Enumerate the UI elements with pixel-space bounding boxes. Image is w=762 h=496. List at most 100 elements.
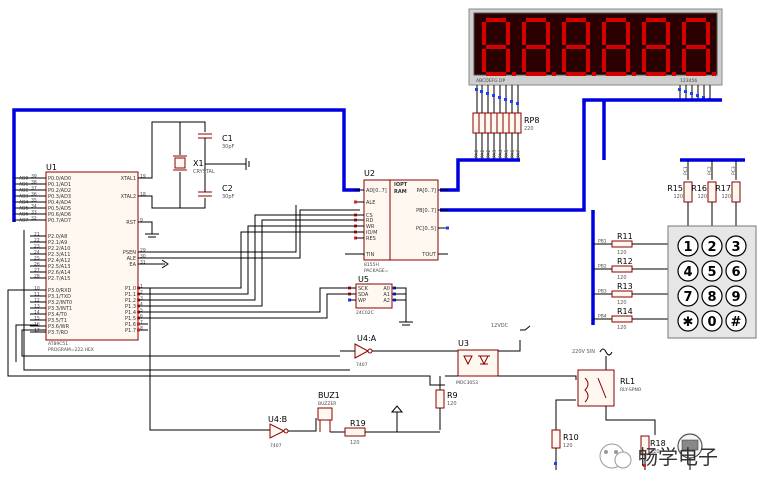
pin-name: P0.2/AD2: [48, 188, 71, 194]
pin-name: P1.4: [125, 310, 136, 316]
resistor-ref: R15: [667, 184, 683, 193]
segment: [602, 22, 606, 45]
pin-name: SDA: [358, 292, 369, 298]
pin-marker: [137, 328, 140, 332]
pin-name: TIN: [365, 252, 375, 258]
segment: [602, 49, 606, 72]
pin-number: 29: [140, 248, 146, 254]
pin-number: 5: [140, 308, 143, 314]
pin-name: PC[0..5]: [416, 226, 436, 232]
pin-name: EA: [129, 262, 136, 268]
net-label: PB3: [598, 289, 607, 295]
pin-number: 25: [34, 256, 40, 262]
segment-dp: [552, 72, 556, 76]
segment-dp: [632, 72, 636, 76]
resistor-ref: R17: [715, 184, 731, 193]
digit-5: [642, 18, 676, 76]
u5-part: 24C02C: [356, 310, 374, 316]
net-label: PB4: [598, 314, 607, 320]
pin-name: P1.5: [125, 316, 136, 322]
pin-number: 19: [140, 174, 146, 180]
resistor-r9: R9 120: [435, 376, 458, 430]
segment: [706, 49, 710, 72]
segment-dp: [592, 72, 596, 76]
keypad-area: PC1R151201PC2R161202PC3R171203 PB1R11120…: [593, 160, 757, 339]
watermark: 畅学电子: [599, 443, 718, 469]
pin-number: 1: [140, 284, 143, 290]
keypad-key-button: [701, 260, 723, 282]
pin-name: WR: [366, 224, 375, 230]
segment: [546, 49, 550, 72]
resistor-body: [731, 181, 741, 203]
segment: [586, 49, 590, 72]
pa-label: PA7: [516, 149, 522, 158]
segment: [486, 18, 506, 22]
optotriac-u3: U3 MOC3053 12VDC: [445, 323, 577, 386]
buffer-u4a: U4:A 7407: [340, 334, 458, 368]
segment: [642, 22, 646, 45]
r10-value: 120: [563, 443, 573, 449]
u3-part: MOC3053: [456, 380, 478, 386]
keypad-key-label: 6: [731, 265, 740, 280]
segment: [646, 72, 666, 76]
pin-marker: [137, 322, 140, 326]
resistor-ref: R12: [617, 257, 633, 266]
u1-program: PROGRAM=222.HEX: [48, 347, 94, 353]
segment: [666, 49, 670, 72]
u1-ref: U1: [46, 163, 57, 172]
pin-marker: [354, 236, 357, 240]
pin-name: P2.4/A12: [48, 258, 70, 264]
pin-name: IO/M: [366, 230, 377, 236]
segment: [482, 49, 486, 72]
relay-rl1: 220V SIN RL1 RLY-SPNO: [555, 348, 656, 435]
pin-number: 13: [34, 304, 40, 310]
pin-name: RES: [366, 236, 376, 242]
x1-value: CRYSTAL: [193, 169, 215, 175]
keypad-key-label: 3: [731, 240, 740, 255]
u2-title-2: RAM: [394, 189, 407, 195]
resistor-value: 120: [673, 194, 683, 200]
segment: [646, 18, 666, 22]
resistor-r18: R18 120: [640, 435, 666, 470]
pin-name: P2.2/A10: [48, 246, 70, 252]
segment: [522, 49, 526, 72]
segment: [482, 22, 486, 45]
u5-ref: U5: [358, 275, 369, 284]
segment: [546, 22, 550, 45]
pin-name: A0: [383, 286, 390, 292]
segment: [486, 72, 506, 76]
r18-value: 120: [650, 449, 660, 455]
net-label: PB1: [598, 239, 607, 245]
watermark-text: 畅学电子: [638, 445, 718, 469]
keypad-key-label: 9: [731, 290, 740, 305]
keypad-key-label: 0: [707, 315, 716, 330]
pin-number: 24: [34, 250, 40, 256]
keypad-key-button: [701, 310, 723, 332]
segment-dp: [672, 72, 676, 76]
buzzer-circuit: U4:B 7407 BUZ1 BUZZER R19 120: [252, 391, 440, 449]
keypad-key-button: [677, 235, 699, 257]
u4a-ref: U4:A: [357, 334, 377, 343]
segment: [686, 18, 706, 22]
pin-name: P2.5/A13: [48, 264, 70, 270]
mcu-u1: U1 P0.0/AD039AD0P0.1/AD138AD1P0.2/AD237A…: [14, 163, 150, 353]
segment: [566, 72, 586, 76]
pin-marker: [354, 200, 357, 204]
r18-ref: R18: [650, 439, 666, 448]
r19-ref: R19: [350, 419, 366, 428]
data-buses: [12, 98, 745, 325]
pin-number: 7: [140, 320, 143, 326]
seven-segment-display: ABCDEFG DP 123456: [468, 8, 723, 86]
resistor-body: [611, 240, 633, 248]
row-resistors: PB1R11120APB2R12120BPB3R13120CPB4R14120D: [593, 232, 674, 331]
pin-number: 15: [34, 316, 40, 322]
pin-number: 37: [31, 186, 37, 192]
c2-ref: C2: [222, 184, 233, 193]
segment: [486, 45, 506, 49]
segment: [706, 22, 710, 45]
resistor-ref: R16: [691, 184, 707, 193]
pin-number: 33: [31, 210, 37, 216]
u2-title-1: IOPT: [394, 182, 408, 188]
pin-name: P0.6/AD6: [48, 212, 71, 218]
pin-name: P2.3/A11: [48, 252, 70, 258]
